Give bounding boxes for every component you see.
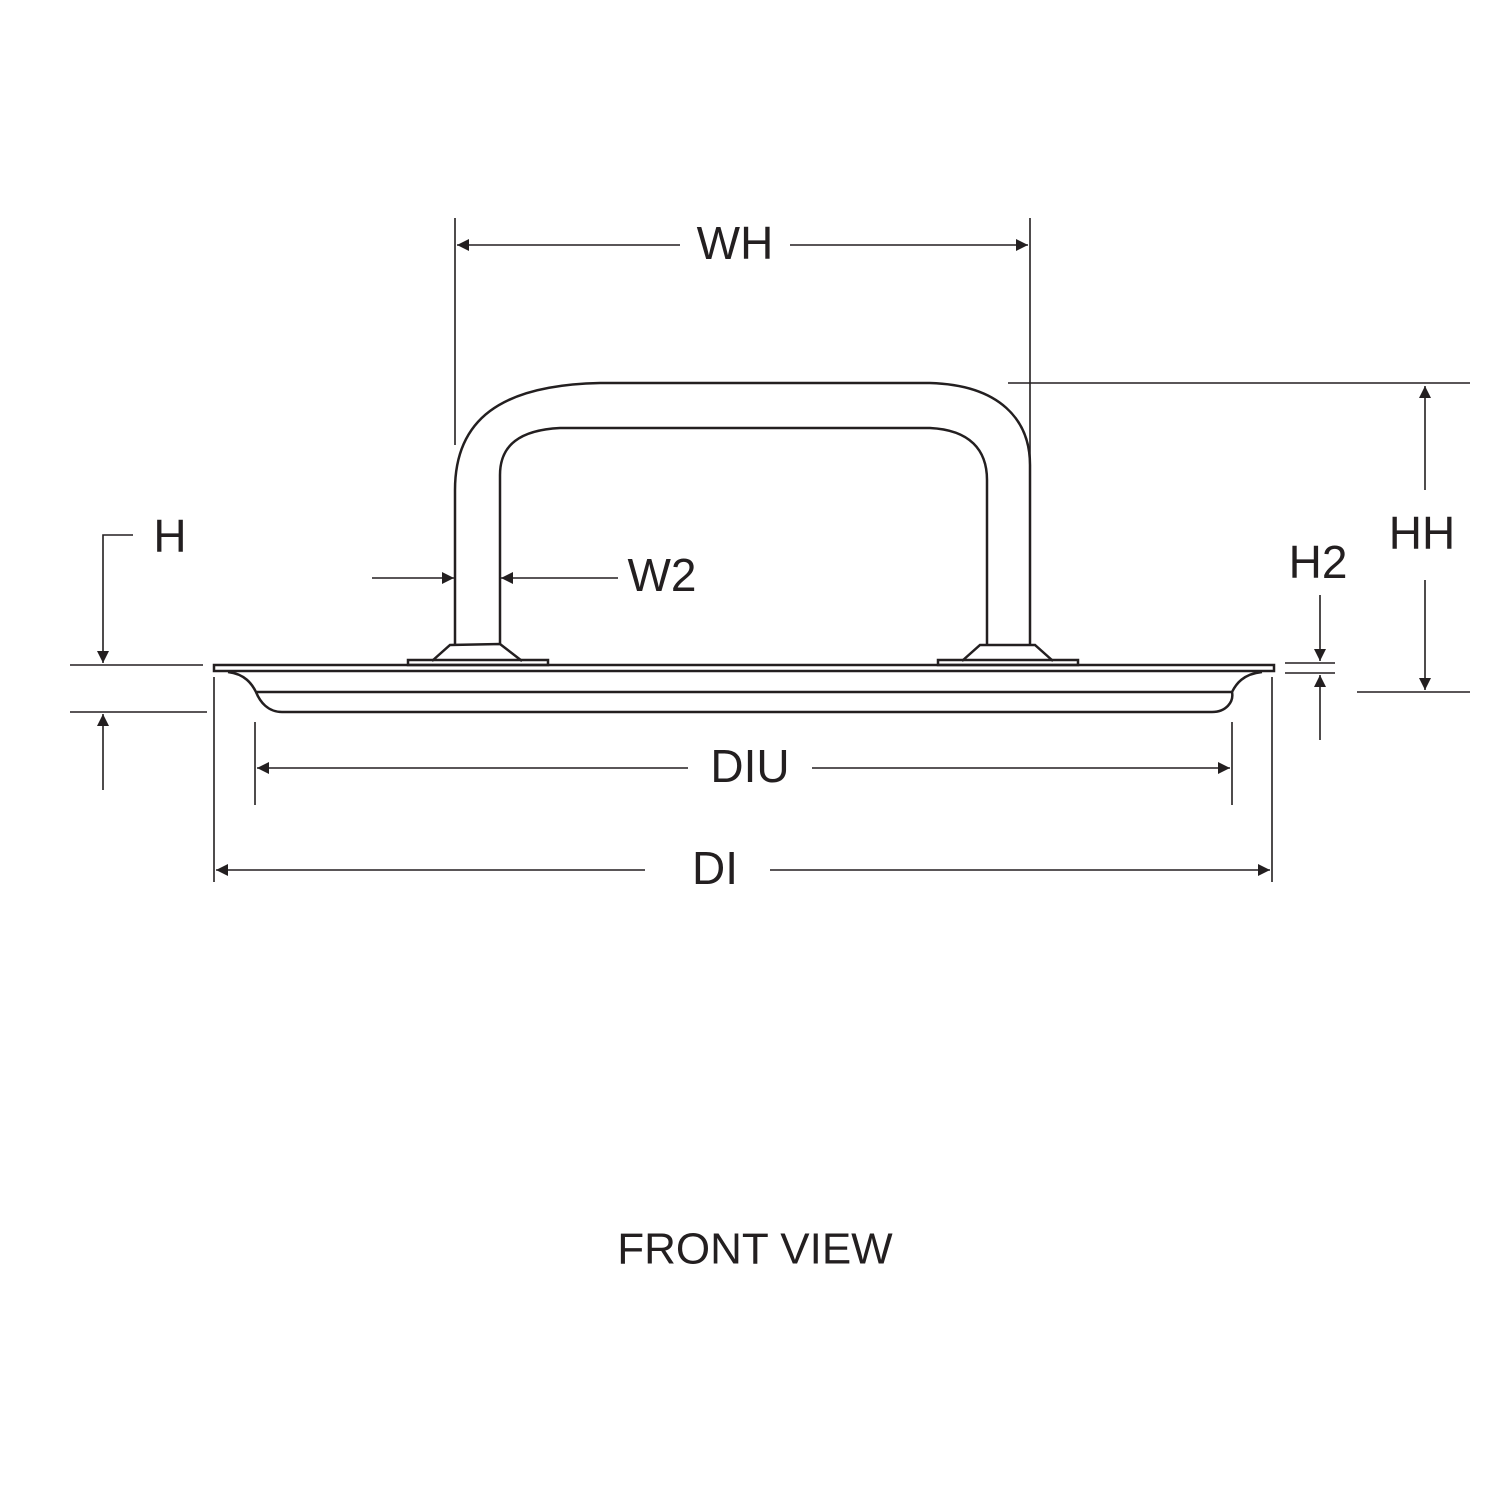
handle-foot-left	[431, 642, 523, 662]
dimension-w2: W2	[372, 549, 697, 601]
label-diu: DIU	[710, 740, 789, 792]
label-hh: HH	[1389, 507, 1455, 559]
label-w2: W2	[628, 549, 697, 601]
label-wh: WH	[697, 217, 774, 269]
label-h: H	[153, 510, 186, 562]
handle	[406, 381, 1080, 667]
label-di: DI	[692, 842, 738, 894]
handle-base-right	[936, 658, 1080, 667]
dimension-di: DI	[213, 677, 1273, 894]
dimension-wh: WH	[454, 217, 1031, 458]
dimension-h2: H2	[1285, 536, 1347, 740]
label-h2: H2	[1289, 536, 1348, 588]
handle-foot-right	[961, 643, 1054, 662]
dimension-h: H	[70, 510, 207, 790]
dimension-hh: HH	[1008, 382, 1470, 693]
dimension-diu: DIU	[254, 722, 1233, 805]
view-caption: FRONT VIEW	[617, 1225, 893, 1274]
handle-base-left	[406, 658, 550, 667]
lid-body	[212, 663, 1276, 714]
